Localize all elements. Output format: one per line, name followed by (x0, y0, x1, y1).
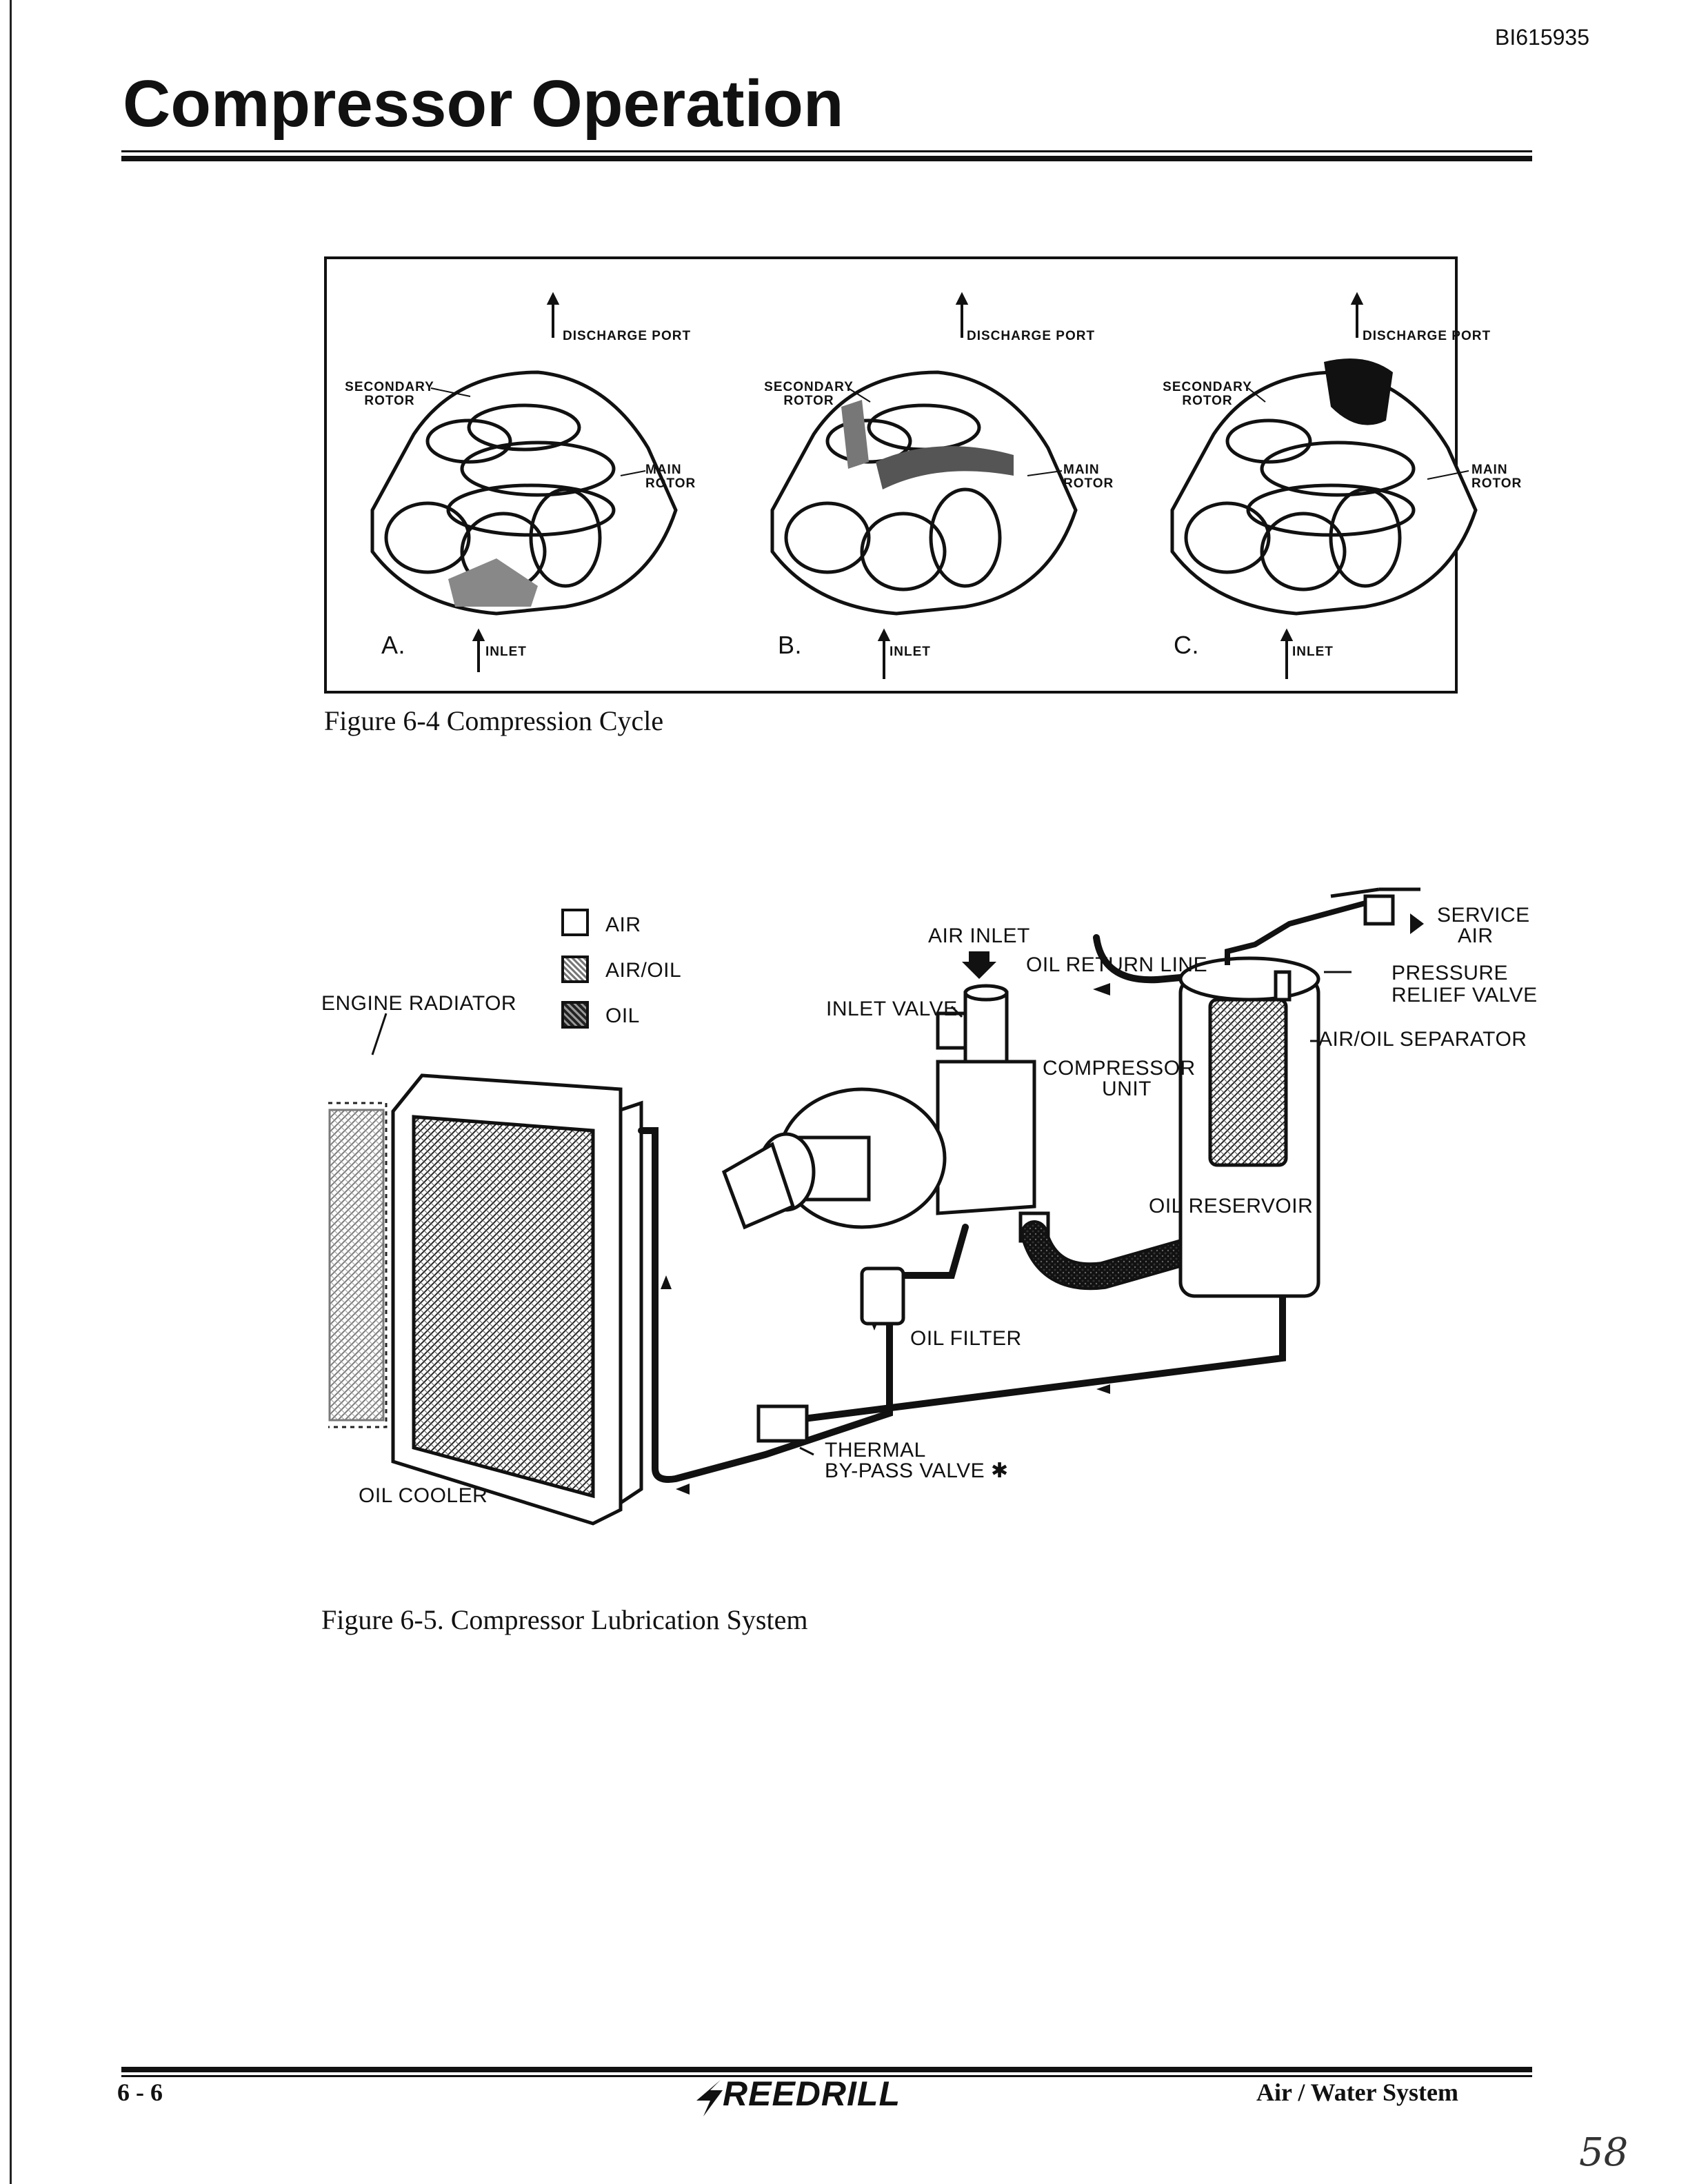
footer-rule-thick (121, 2067, 1532, 2072)
service-air-label-line1: SERVICE (1437, 904, 1530, 927)
service-air-label-line2: AIR (1458, 924, 1494, 947)
panel-b-inlet-label: INLET (890, 645, 931, 659)
compressor-unit-label-line2: UNIT (1102, 1078, 1152, 1100)
rotor-panel-c-drawing (1170, 358, 1478, 616)
oil-cooler-label: OIL COOLER (359, 1484, 488, 1507)
reedrill-logo: REEDRILL (723, 2074, 901, 2113)
rotor-panel-b-drawing (770, 370, 1078, 616)
handwritten-page-mark: 58 (1579, 2130, 1629, 2175)
thermal-bypass-valve-label-line2: BY-PASS VALVE ✱ (825, 1459, 1009, 1482)
panel-b-letter: B. (778, 631, 803, 659)
figure-6-4-caption: Figure 6-4 Compression Cycle (324, 705, 664, 736)
panel-b-main-rotor-label: MAIN ROTOR (1063, 463, 1114, 491)
panel-a-letter: A. (381, 631, 406, 659)
inlet-valve-label: INLET VALVE (826, 998, 958, 1020)
panel-a-main-rotor-label: MAIN ROTOR (645, 463, 696, 491)
figure-6-5-caption: Figure 6-5. Compressor Lubrication Syste… (321, 1604, 808, 1635)
footer-rule-thin (121, 2075, 1532, 2077)
panel-c-main-rotor-label: MAIN ROTOR (1471, 463, 1523, 491)
page-edge-line (10, 0, 12, 2184)
oil-filter-label: OIL FILTER (910, 1327, 1022, 1350)
panel-a-discharge-port-label: DISCHARGE PORT (563, 329, 692, 343)
page-number: 6 - 6 (117, 2079, 163, 2106)
page-title: Compressor Operation (123, 67, 844, 141)
panel-c-discharge-port-label: DISCHARGE PORT (1363, 329, 1491, 343)
compressor-unit-label-line1: COMPRESSOR (1043, 1057, 1196, 1080)
legend-air-oil-swatch (561, 956, 589, 983)
legend-air-swatch (561, 909, 589, 936)
legend-oil-label: OIL (605, 1004, 640, 1027)
thermal-bypass-valve-label-line1: THERMAL (825, 1439, 926, 1462)
air-inlet-label: AIR INLET (928, 924, 1030, 947)
panel-b-discharge-port-label: DISCHARGE PORT (967, 329, 1096, 343)
pressure-relief-valve-label-line2: RELIEF VALVE (1391, 984, 1538, 1007)
panel-a-inlet-label: INLET (485, 645, 527, 659)
footer-section-title: Air / Water System (1256, 2079, 1458, 2106)
legend-air-label: AIR (605, 913, 641, 936)
header-rule-thick (121, 156, 1532, 161)
panel-a-secondary-rotor-label: SECONDARY ROTOR (345, 380, 434, 408)
header-rule-thin (121, 150, 1532, 152)
document-id: BI615935 (1495, 25, 1590, 50)
engine-radiator-label: ENGINE RADIATOR (321, 992, 517, 1015)
air-oil-separator-label: AIR/OIL SEPARATOR (1318, 1028, 1527, 1051)
reedrill-logo-mark (696, 2080, 723, 2116)
panel-c-letter: C. (1174, 631, 1199, 659)
panel-c-inlet-label: INLET (1292, 645, 1334, 659)
panel-c-secondary-rotor-label: SECONDARY ROTOR (1163, 380, 1252, 408)
oil-reservoir-label: OIL RESERVOIR (1149, 1195, 1314, 1217)
oil-return-line-label: OIL RETURN LINE (1026, 953, 1208, 976)
pressure-relief-valve-label-line1: PRESSURE (1391, 962, 1509, 984)
panel-b-secondary-rotor-label: SECONDARY ROTOR (764, 380, 854, 408)
legend-oil-swatch (561, 1001, 589, 1029)
legend-air-oil-label: AIR/OIL (605, 959, 682, 982)
rotor-panel-a-drawing (370, 370, 678, 616)
